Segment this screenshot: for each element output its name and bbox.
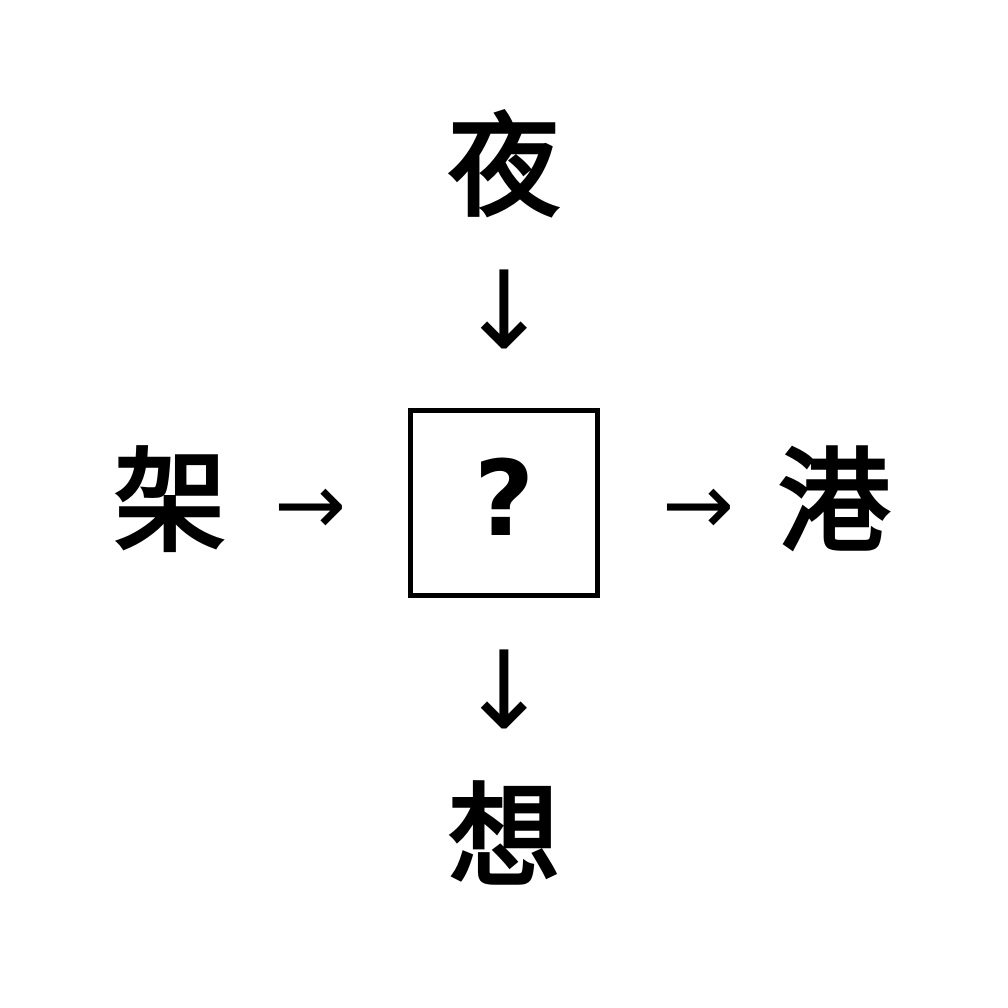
prompt-kanji-right: 港 [778, 438, 890, 568]
arrow-down-icon-top: ↓ [458, 249, 550, 374]
arrow-down-icon-bottom: ↓ [458, 629, 550, 754]
prompt-kanji-top: 夜 [448, 103, 560, 233]
answer-box[interactable]: ? [408, 408, 600, 598]
prompt-kanji-bottom: 想 [448, 773, 560, 903]
arrow-right-icon-right: → [661, 455, 735, 555]
question-mark-icon: ? [473, 438, 535, 560]
prompt-kanji-left: 架 [114, 438, 226, 568]
arrow-right-icon-left: → [273, 455, 347, 555]
